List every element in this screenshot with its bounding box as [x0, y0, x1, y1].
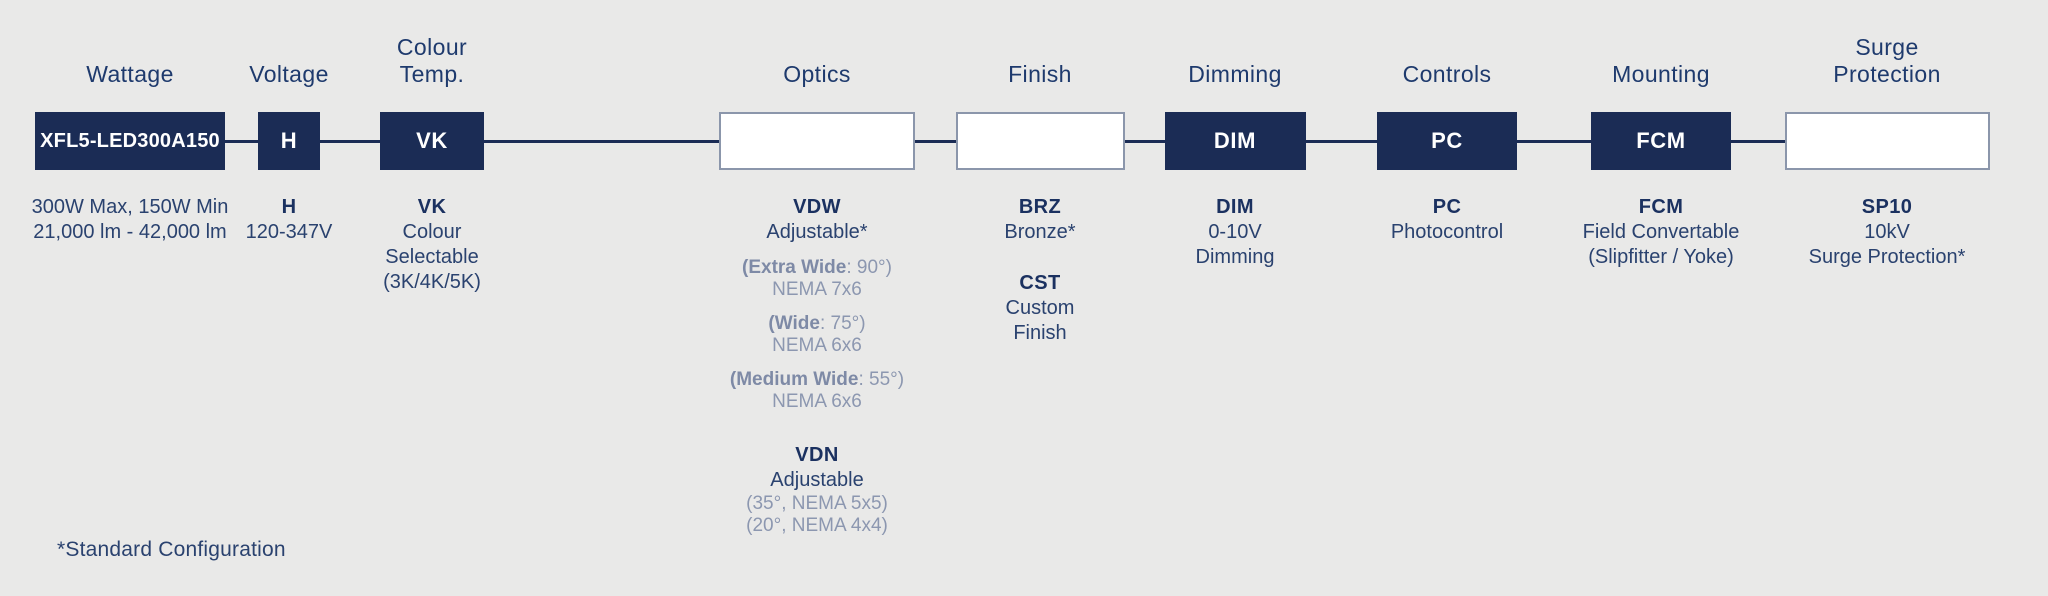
column-label: Optics — [783, 61, 851, 87]
column-details: PC Photocontrol — [1337, 195, 1557, 245]
column-label: Controls — [1402, 61, 1492, 87]
column-label: Wattage — [86, 61, 174, 87]
detail-text: 300W Max, 150W Min 21,000 lm - 42,000 lm — [31, 196, 229, 243]
column-optics: Optics VDW Adjustable* (Extra Wide: 90°)… — [687, 36, 947, 549]
detail-muted-sub: NEMA 6x6 — [772, 391, 862, 412]
column-details: H 120-347V — [209, 195, 369, 245]
detail-text: Photocontrol — [1390, 221, 1504, 243]
option-box-code: PC — [1431, 128, 1463, 153]
column-label: Colour Temp. — [396, 34, 468, 87]
column-dimming: Dimming DIM DIM 0-10V Dimming — [1135, 36, 1335, 282]
standard-configuration-footnote: *Standard Configuration — [57, 538, 286, 561]
detail-text: Adjustable — [770, 469, 864, 491]
detail-text: Adjustable* — [766, 221, 868, 243]
column-voltage: Voltage H H 120-347V — [209, 36, 369, 257]
option-box-colour-temp: VK — [380, 112, 484, 170]
detail-code: H — [281, 196, 297, 218]
column-label: Mounting — [1612, 61, 1710, 87]
option-box-code: H — [280, 128, 298, 153]
detail-code: SP10 — [1861, 196, 1913, 218]
column-mounting: Mounting FCM FCM Field Convertable (Slip… — [1531, 36, 1791, 282]
detail-code: PC — [1432, 196, 1462, 218]
column-details: 300W Max, 150W Min 21,000 lm - 42,000 lm — [10, 195, 250, 245]
option-box-voltage: H — [258, 112, 320, 170]
option-box-code: FCM — [1636, 128, 1686, 153]
column-details: SP10 10kV Surge Protection* — [1757, 195, 2017, 270]
option-box-surge-empty — [1784, 112, 1990, 170]
detail-muted-sub: (35°, NEMA 5x5) (20°, NEMA 4x4) — [746, 493, 888, 536]
detail-text: Bronze* — [1004, 221, 1076, 243]
detail-code: FCM — [1638, 196, 1684, 218]
detail-text: 10kV Surge Protection* — [1808, 221, 1966, 268]
detail-text: Custom Finish — [1005, 297, 1075, 344]
column-label: Surge Protection — [1833, 34, 1941, 87]
column-wattage: Wattage XFL5-LED300A150 300W Max, 150W M… — [10, 36, 250, 257]
column-label: Dimming — [1188, 61, 1282, 87]
option-box-optics-empty — [719, 112, 915, 170]
detail-code: VK — [417, 196, 447, 218]
column-controls: Controls PC PC Photocontrol — [1337, 36, 1557, 257]
option-box-finish-empty — [955, 112, 1125, 170]
column-colour-temp: Colour Temp. VK VK Colour Selectable (3K… — [332, 34, 532, 307]
detail-code: CST — [1019, 272, 1061, 294]
column-details: BRZ Bronze* CST Custom Finish — [930, 195, 1150, 346]
option-box-wattage: XFL5-LED300A150 — [35, 112, 225, 170]
option-box-code: DIM — [1213, 128, 1257, 153]
detail-text: 120-347V — [245, 221, 333, 243]
option-box-mounting: FCM — [1591, 112, 1731, 170]
detail-muted-line: (Extra Wide: 90°) — [742, 257, 892, 278]
detail-text: Field Convertable (Slipfitter / Yoke) — [1582, 221, 1740, 268]
column-label: Voltage — [249, 61, 329, 87]
column-label: Finish — [1008, 61, 1072, 87]
detail-muted-sub: NEMA 6x6 — [772, 335, 862, 356]
detail-muted-line: (Wide: 75°) — [768, 313, 866, 334]
column-finish: Finish BRZ Bronze* CST Custom Finish — [930, 36, 1150, 358]
option-box-code: VK — [416, 128, 448, 153]
detail-text: 0-10V Dimming — [1195, 221, 1275, 268]
column-details: VDW Adjustable* (Extra Wide: 90°) NEMA 7… — [687, 195, 947, 537]
detail-muted-sub: NEMA 7x6 — [772, 279, 862, 300]
detail-code: DIM — [1216, 196, 1254, 218]
column-details: VK Colour Selectable (3K/4K/5K) — [332, 195, 532, 295]
detail-text: Colour Selectable (3K/4K/5K) — [383, 221, 481, 293]
column-surge-protection: Surge Protection SP10 10kV Surge Protect… — [1757, 34, 2017, 282]
option-box-controls: PC — [1377, 112, 1517, 170]
column-details: FCM Field Convertable (Slipfitter / Yoke… — [1531, 195, 1791, 270]
detail-muted-line: (Medium Wide: 55°) — [729, 369, 905, 390]
detail-code: VDW — [793, 196, 841, 218]
option-box-code: XFL5-LED300A150 — [40, 129, 220, 152]
detail-code: VDN — [795, 444, 839, 466]
column-details: DIM 0-10V Dimming — [1135, 195, 1335, 270]
option-box-dimming: DIM — [1164, 112, 1306, 170]
detail-code: BRZ — [1018, 196, 1062, 218]
